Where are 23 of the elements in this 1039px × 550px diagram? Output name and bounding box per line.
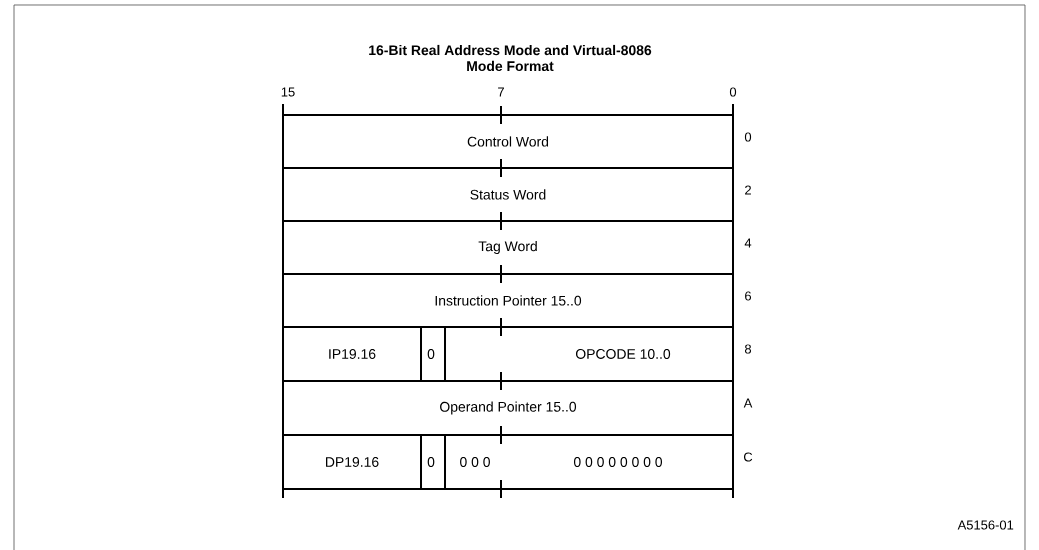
register-field: Control Word bbox=[282, 114, 734, 169]
register-field: 0 bbox=[420, 326, 446, 382]
register-field: Status Word bbox=[282, 167, 734, 222]
register-field: Operand Pointer 15..0 bbox=[282, 380, 734, 436]
offset-label: 6 bbox=[745, 291, 752, 301]
offset-label: C bbox=[744, 452, 753, 462]
offset-label: 2 bbox=[745, 185, 751, 195]
bit-number: 7 bbox=[498, 87, 504, 97]
register-field: DP19.16 bbox=[282, 434, 422, 490]
register-field: 0 0 0 0 0 0 0 0 0 0 0 bbox=[444, 434, 734, 490]
figure-id: A5156-01 bbox=[957, 520, 1014, 530]
register-field: Instruction Pointer 15..0 bbox=[282, 273, 734, 328]
offset-label: A bbox=[743, 398, 753, 408]
title: 16-Bit Real Address Mode and Virtual-8086 Mode Format bbox=[369, 44, 652, 72]
register-field: IP19.16 bbox=[282, 326, 422, 382]
bit-number: 0 bbox=[729, 87, 737, 97]
offset-label: 0 bbox=[744, 132, 752, 142]
offset-label: 4 bbox=[744, 238, 752, 248]
register-field: 0 bbox=[420, 434, 446, 490]
register-field: Tag Word bbox=[282, 220, 734, 275]
register-field: OPCODE 10..0 bbox=[444, 326, 734, 382]
offset-label: 8 bbox=[744, 344, 752, 354]
bit-number: 15 bbox=[281, 87, 295, 97]
